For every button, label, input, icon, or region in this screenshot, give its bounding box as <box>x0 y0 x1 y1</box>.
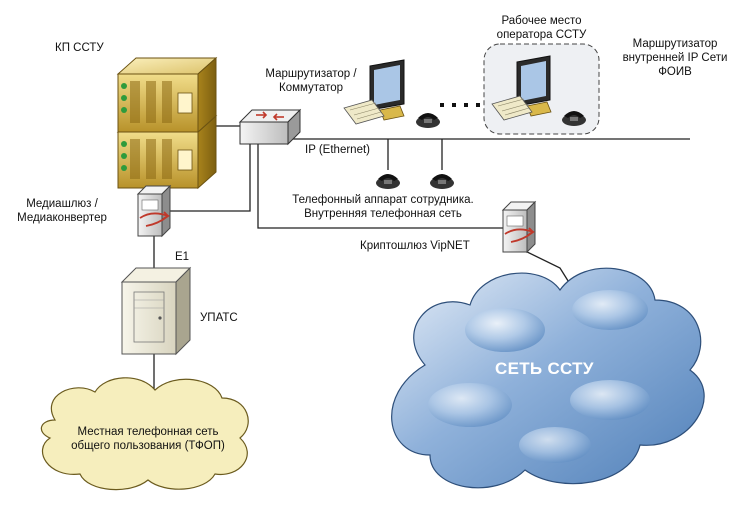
desk-phone-icon <box>562 111 586 126</box>
pbx-label: УПАТС <box>200 312 238 324</box>
operator-label-line-2: оператора ССТУ <box>496 29 587 41</box>
media-gateway-label-line-1: Медиашлюз / <box>26 198 98 210</box>
sstu-network-cloud <box>391 267 705 489</box>
link-router-cryptogateway <box>257 139 503 229</box>
router-switch-label: Маршрутизатор / Коммутатор <box>256 67 366 95</box>
sstu-network-label: СЕТЬ ССТУ <box>495 359 594 378</box>
link-router-mediagateway <box>170 139 251 212</box>
server-label: КП ССТУ <box>55 42 104 54</box>
crypto-gateway-label: Криптошлюз VipNET <box>360 240 470 252</box>
ip-ethernet-label: IP (Ethernet) <box>305 144 370 156</box>
dotted-continuation <box>440 103 480 107</box>
foiv-router-label: Маршрутизатор внутренней IP Сети ФОИВ <box>605 37 745 79</box>
pstn-label-line-1: Местная телефонная сеть <box>77 426 219 438</box>
pstn-label-line-2: общего пользования (ТФОП) <box>71 440 225 452</box>
connection-lines <box>153 125 690 392</box>
server-stack-icon <box>116 56 218 190</box>
employee-phone-label: Телефонный аппарат сотрудника. Внутрення… <box>268 193 498 221</box>
employee-phone-label-line-1: Телефонный аппарат сотрудника. <box>292 194 474 206</box>
employee-phone-icon <box>376 174 400 189</box>
router-switch-label-line-2: Коммутатор <box>279 82 343 94</box>
media-gateway-icon <box>136 184 172 238</box>
operator-label: Рабочее место оператора ССТУ <box>484 14 599 42</box>
router-switch-icon <box>238 108 302 146</box>
operator-workstation-group <box>483 43 600 135</box>
employee-phone-label-line-2: Внутренняя телефонная сеть <box>304 208 462 220</box>
e1-label: E1 <box>175 251 190 263</box>
operator-label-line-1: Рабочее место <box>501 15 582 27</box>
foiv-router-label-line-1: Маршрутизатор <box>632 38 718 50</box>
foiv-router-label-line-2: внутренней IP Сети <box>622 52 728 64</box>
employee-phone-icon <box>430 174 454 189</box>
operator-workstation-icon <box>343 59 405 125</box>
pstn-cloud <box>40 377 249 491</box>
pbx-cabinet-icon <box>120 266 192 356</box>
media-gateway-label: Медиашлюз / Медиаконвертер <box>2 197 122 225</box>
crypto-gateway-icon <box>501 200 537 254</box>
pstn-label: Местная телефонная сеть общего пользован… <box>48 425 248 453</box>
desk-phone-icon <box>416 113 440 128</box>
foiv-router-label-line-3: ФОИВ <box>658 66 692 78</box>
link-cryptogateway-cloud <box>518 247 571 285</box>
media-gateway-label-line-2: Медиаконвертер <box>17 212 107 224</box>
router-switch-label-line-1: Маршрутизатор / <box>265 68 357 80</box>
